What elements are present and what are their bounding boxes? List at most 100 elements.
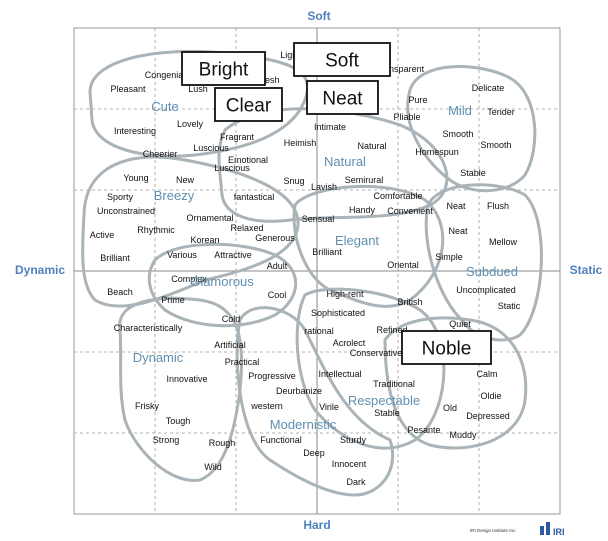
category-label: Mild (448, 103, 472, 118)
word-label: Emotional (228, 155, 268, 165)
word-label: Snug (283, 176, 304, 186)
footer-credit: IRI Design Institute Inc. (470, 528, 517, 533)
word-label: Quiet (449, 319, 471, 329)
word-label: Natural (357, 141, 386, 151)
word-label: Calm (476, 369, 497, 379)
word-label: Conservative (350, 348, 403, 358)
highlight-box-frame (181, 51, 266, 86)
word-label: Lovely (177, 119, 204, 129)
word-label: Comfortable (373, 191, 422, 201)
word-label: Interesting (114, 126, 156, 136)
logo-text: IRI (553, 527, 565, 537)
highlight-box-frame (401, 330, 492, 365)
word-label: Luscious (193, 143, 229, 153)
word-label: Cool (268, 290, 287, 300)
axis-label-right: Static (570, 263, 603, 277)
word-label: Simple (435, 252, 463, 262)
word-label: Refined (376, 325, 407, 335)
highlight-box: Bright (181, 51, 266, 86)
word-label: Cold (222, 314, 241, 324)
word-label: Active (90, 230, 115, 240)
iri-logo: IRI (540, 522, 565, 537)
highlight-box: Noble (401, 330, 492, 365)
highlight-box: Soft (293, 42, 391, 77)
region-mild (406, 65, 537, 193)
word-label: Handy (349, 205, 376, 215)
word-label: Static (498, 301, 521, 311)
axis-label-bottom: Hard (303, 518, 330, 532)
word-label: Sophisticated (311, 308, 365, 318)
word-label: Frisky (135, 401, 159, 411)
word-label: Luscious (214, 163, 250, 173)
word-label: Pleasant (110, 84, 146, 94)
region-respectable (295, 287, 446, 450)
highlight-box-frame (293, 42, 391, 77)
word-label: Unconstrained (97, 206, 155, 216)
category-label: Dynamic (133, 350, 184, 365)
category-label: Modernistic (270, 417, 337, 432)
word-label: Sturdy (340, 435, 367, 445)
highlight-box-frame (306, 80, 379, 115)
word-label: Virile (319, 402, 339, 412)
word-label: Complex (171, 274, 207, 284)
word-label: Functional (260, 435, 302, 445)
word-label: rational (304, 326, 334, 336)
word-label: Brilliant (100, 253, 130, 263)
region-modernistic (235, 306, 395, 497)
category-label: Glamorous (190, 274, 254, 289)
word-label: Pliable (393, 112, 420, 122)
highlight-word: Clear (226, 96, 272, 117)
region-elegant (292, 184, 445, 308)
word-label: Traditional (373, 379, 415, 389)
word-label: Adult (267, 261, 288, 271)
word-label: British (397, 297, 422, 307)
word-label: Oldie (480, 391, 501, 401)
word-label: Tough (166, 416, 191, 426)
highlight-word: Neat (322, 89, 363, 110)
word-label: Heimish (284, 138, 317, 148)
word-label: Light (280, 50, 300, 60)
word-label: New (176, 175, 195, 185)
region-dynamic (118, 296, 244, 482)
word-label: Depressed (466, 411, 510, 421)
word-label: Rhythmic (137, 225, 175, 235)
word-label: Semirural (345, 175, 384, 185)
category-label: Cute (151, 99, 178, 114)
word-label: Practical (225, 357, 260, 367)
word-label: Smooth (442, 129, 473, 139)
category-label: Subdued (466, 264, 518, 279)
word-label: Neat (446, 201, 466, 211)
highlight-box: Clear (214, 87, 283, 122)
word-label: western (250, 401, 283, 411)
category-label: Natural (324, 154, 366, 169)
word-label: Lavish (311, 182, 337, 192)
word-label: Neat (448, 226, 468, 236)
word-label: Sporty (107, 192, 134, 202)
word-label: Young (123, 173, 148, 183)
word-label: Innocent (332, 459, 367, 469)
word-label: Oriental (387, 260, 419, 270)
word-label: Mellow (489, 237, 518, 247)
word-label: Muddy (449, 430, 477, 440)
word-label: Stable (460, 168, 486, 178)
word-label: Tender (487, 107, 515, 117)
word-label: Old (443, 403, 457, 413)
word-label: Dark (346, 477, 366, 487)
word-label: Deurbanize (276, 386, 322, 396)
word-label: Congenial (145, 70, 186, 80)
region-breezy (81, 155, 300, 308)
word-label: Fresh (256, 75, 279, 85)
word-label: Generous (255, 233, 295, 243)
word-label: Prime (161, 295, 185, 305)
highlight-box: Neat (306, 80, 379, 115)
axis-label-left: Dynamic (15, 263, 65, 277)
word-label: Acrolect (333, 338, 366, 348)
word-label: Characteristically (114, 323, 183, 333)
word-label: Various (167, 250, 197, 260)
category-regions (81, 49, 543, 497)
word-label: Beach (107, 287, 133, 297)
